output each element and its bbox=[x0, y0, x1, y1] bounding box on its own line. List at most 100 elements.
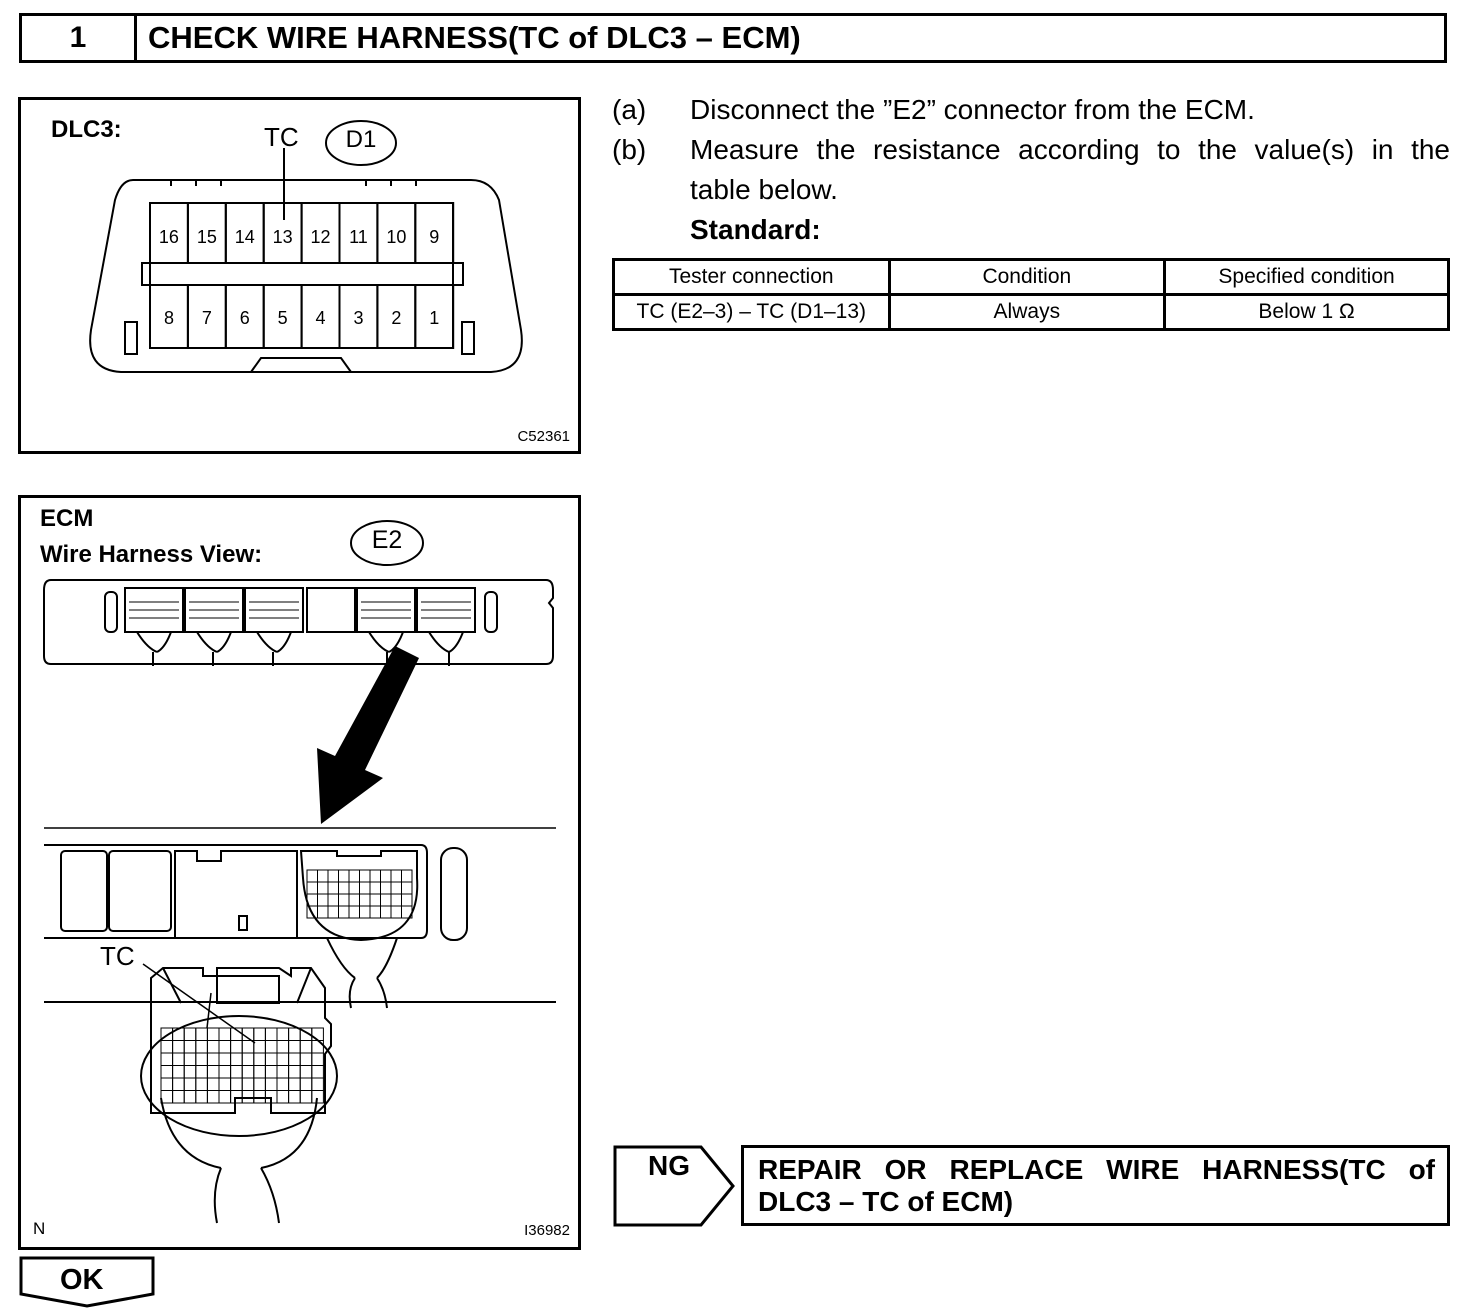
ecm-corner-mark: N bbox=[33, 1219, 46, 1238]
ecm-tc-connector-pin bbox=[264, 1077, 278, 1091]
instruction-a-marker: (a) bbox=[612, 94, 647, 125]
ecm-right-connector-pin bbox=[317, 881, 329, 895]
ecm-right-connector-pin bbox=[348, 869, 360, 883]
ecm-title: ECM bbox=[40, 505, 94, 532]
ecm-tc-connector-pin bbox=[195, 1052, 208, 1066]
ecm-tc-connector-pin bbox=[299, 1090, 313, 1104]
ecm-tc-connector-pin bbox=[172, 1077, 185, 1091]
dlc3-label: DLC3: bbox=[51, 116, 122, 143]
ecm-right-connector-pin bbox=[369, 893, 381, 907]
ecm-tc-connector-pin bbox=[230, 1040, 243, 1054]
ecm-tc-connector-pin bbox=[218, 1040, 232, 1054]
dlc3-pin-number: 15 bbox=[197, 227, 217, 247]
ecm-tc-connector-pin bbox=[311, 1077, 324, 1091]
ecm-tc-connector-pin bbox=[288, 1040, 301, 1054]
ecm-right-connector-pin bbox=[306, 869, 318, 883]
ecm-tc-connector-pin bbox=[183, 1052, 197, 1066]
ok-label: OK bbox=[60, 1264, 104, 1296]
ecm-right-connector-pin bbox=[390, 881, 402, 895]
ecm-tc-connector-pin bbox=[206, 1040, 220, 1054]
instruction-b-line1: Measure the resistance according to the … bbox=[690, 134, 1450, 165]
instruction-b-marker: (b) bbox=[612, 134, 647, 165]
ecm-tc-connector-pin bbox=[276, 1090, 290, 1104]
ecm-tc-connector-pin bbox=[195, 1090, 208, 1104]
ecm-tc-connector-pin bbox=[253, 1052, 266, 1066]
ecm-tc-connector-pin bbox=[299, 1052, 313, 1066]
ecm-connector-figure: ECM Wire Harness View: E2 TC N I36982 bbox=[18, 495, 581, 1250]
ecm-subtitle: Wire Harness View: bbox=[40, 541, 263, 568]
ecm-tc-connector-pin bbox=[288, 1077, 301, 1091]
spec-header-specified-condition: Specified condition bbox=[1163, 258, 1450, 296]
standard-label: Standard: bbox=[690, 214, 821, 245]
instruction-b-line2: table below. bbox=[690, 174, 838, 205]
step-header: 1 CHECK WIRE HARNESS(TC of DLC3 – ECM) bbox=[19, 13, 1447, 63]
ecm-right-connector-pin bbox=[390, 893, 402, 907]
ecm-tc-connector-pin bbox=[160, 1040, 174, 1054]
ecm-right-connector-pin bbox=[380, 881, 392, 895]
ecm-tc-connector-pin bbox=[241, 1052, 255, 1066]
ecm-tc-connector-pin bbox=[264, 1052, 278, 1066]
ecm-tc-connector-pin bbox=[311, 1052, 324, 1066]
dlc3-pin-number: 1 bbox=[429, 308, 439, 328]
dlc3-pin-number: 8 bbox=[164, 308, 174, 328]
ecm-tc-connector-pin bbox=[218, 1090, 232, 1104]
dlc3-figure-id: C52361 bbox=[517, 428, 570, 445]
dlc3-pin-number: 11 bbox=[349, 227, 368, 247]
ecm-tc-connector-pin bbox=[183, 1090, 197, 1104]
ecm-tc-connector-pin bbox=[241, 1040, 255, 1054]
ecm-tc-connector-pin bbox=[206, 1065, 220, 1079]
ecm-tc-connector-pin bbox=[253, 1040, 266, 1054]
ecm-tc-connector-pin bbox=[311, 1027, 324, 1041]
ecm-tc-connector-pin bbox=[230, 1090, 243, 1104]
dlc3-pin-number: 3 bbox=[353, 308, 363, 328]
ecm-right-connector-pin bbox=[338, 905, 350, 919]
ecm-right-connector-pin bbox=[369, 905, 381, 919]
ecm-tc-connector-pin bbox=[230, 1077, 243, 1091]
spec-table: Tester connection Condition Specified co… bbox=[612, 258, 1450, 331]
ecm-right-connector-pin bbox=[380, 905, 392, 919]
dlc3-pin-number: 13 bbox=[273, 227, 293, 247]
ecm-tc-connector-pin bbox=[299, 1040, 313, 1054]
ecm-tc-connector-pin bbox=[276, 1040, 290, 1054]
dlc3-pin-number: 12 bbox=[311, 227, 331, 247]
spec-cell-tester-connection: TC (E2–3) – TC (D1–13) bbox=[612, 293, 891, 331]
dlc3-pin-number: 16 bbox=[159, 227, 179, 247]
ecm-right-connector-pin bbox=[317, 893, 329, 907]
ecm-tc-connector-pin bbox=[172, 1040, 185, 1054]
dlc3-pin-cell bbox=[414, 202, 455, 264]
ecm-right-connector-pin bbox=[338, 893, 350, 907]
dlc3-pin-number: 10 bbox=[386, 227, 406, 247]
ecm-figure-id: I36982 bbox=[524, 1222, 570, 1239]
ecm-tc-connector-pin bbox=[206, 1077, 220, 1091]
ecm-tc-connector-pin bbox=[230, 1052, 243, 1066]
ecm-tc-connector-pin bbox=[195, 1065, 208, 1079]
step-number: 1 bbox=[22, 16, 137, 60]
spec-header-tester-connection: Tester connection bbox=[612, 258, 891, 296]
table-row: TC (E2–3) – TC (D1–13) Always Below 1 Ω bbox=[612, 293, 1450, 331]
ecm-tc-connector-pin bbox=[241, 1077, 255, 1091]
ng-arrow-icon bbox=[613, 1145, 735, 1227]
ecm-right-connector-pin bbox=[390, 869, 402, 883]
spec-cell-condition: Always bbox=[887, 293, 1167, 331]
ecm-tc-connector-pin bbox=[172, 1090, 185, 1104]
ecm-tc-connector-pin bbox=[160, 1052, 174, 1066]
dlc3-pin-number: 9 bbox=[429, 227, 439, 247]
ecm-tc-connector-pin bbox=[288, 1065, 301, 1079]
dlc3-connector-code: D1 bbox=[345, 126, 377, 153]
ecm-right-connector-pin bbox=[327, 893, 339, 907]
ecm-tc-connector-pin bbox=[241, 1090, 255, 1104]
ecm-tc-connector-pin bbox=[183, 1040, 197, 1054]
ecm-tc-connector-pin bbox=[195, 1077, 208, 1091]
ecm-tc-connector-pin bbox=[172, 1065, 185, 1079]
ecm-tc-connector-pin bbox=[276, 1052, 290, 1066]
ecm-tc-connector-pin bbox=[183, 1077, 197, 1091]
ecm-tc-connector-pin bbox=[288, 1027, 301, 1041]
ecm-tc-connector-pin bbox=[276, 1065, 290, 1079]
ecm-right-connector-pin bbox=[327, 881, 339, 895]
ecm-right-connector-pin bbox=[401, 893, 413, 907]
ecm-right-connector-pin bbox=[348, 893, 360, 907]
ecm-tc-connector-pin bbox=[195, 1027, 208, 1041]
ecm-right-connector-pin bbox=[317, 905, 329, 919]
ecm-tc-connector-pin bbox=[218, 1052, 232, 1066]
ecm-tc-connector-pin bbox=[288, 1090, 301, 1104]
